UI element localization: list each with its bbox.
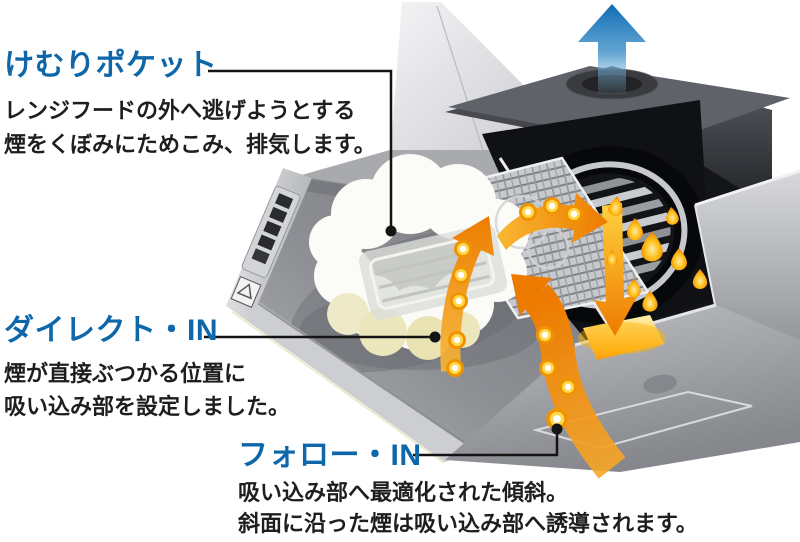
airflow-arrow-icon-direct — [497, 193, 608, 250]
callout-direct-in-desc-line1: 煙が直接ぶつかる位置に — [4, 361, 247, 386]
callout-follow-in-title: フォロー・IN — [238, 439, 422, 472]
leader-follow-in — [413, 434, 559, 457]
exhaust-up-arrow-icon — [578, 4, 646, 94]
callout-follow-in: フォロー・IN — [238, 440, 422, 472]
callout-smoke-pocket-title: けむりポケット — [4, 49, 218, 82]
callout-follow-in-desc: 吸い込み部へ最適化された傾斜。 斜面に沿った煙は吸い込み部へ誘導されます。 — [238, 477, 698, 539]
callout-smoke-pocket-desc-line2: 煙をくぼみにためこみ、排気します。 — [4, 132, 376, 157]
callout-direct-in: ダイレクト・IN — [4, 315, 218, 347]
callout-direct-in-title: ダイレクト・IN — [4, 314, 218, 347]
control-panel-icon — [230, 185, 301, 308]
leader-smoke-pocket — [208, 69, 393, 226]
airflow-arrow-icon-down — [594, 203, 638, 336]
callout-follow-in-desc-line1: 吸い込み部へ最適化された傾斜。 — [238, 480, 569, 505]
leader-dots — [385, 225, 563, 435]
callout-direct-in-desc-line2: 吸い込み部を設定しました。 — [4, 394, 291, 419]
intake-glow — [578, 315, 666, 360]
airflow-arrow-icon-follow — [511, 274, 626, 479]
callout-follow-in-desc-line2: 斜面に沿った煙は吸い込み部へ誘導されます。 — [238, 511, 698, 536]
leader-lines — [204, 69, 559, 457]
callout-smoke-pocket-desc-line1: レンジフードの外へ逃げようとする — [4, 98, 356, 123]
right-wall — [694, 169, 800, 340]
callout-smoke-pocket: けむりポケット — [4, 50, 218, 82]
callout-direct-in-desc: 煙が直接ぶつかる位置に 吸い込み部を設定しました。 — [4, 357, 290, 423]
callout-smoke-pocket-desc: レンジフードの外へ逃げようとする 煙をくぼみにためこみ、排気します。 — [4, 94, 376, 162]
